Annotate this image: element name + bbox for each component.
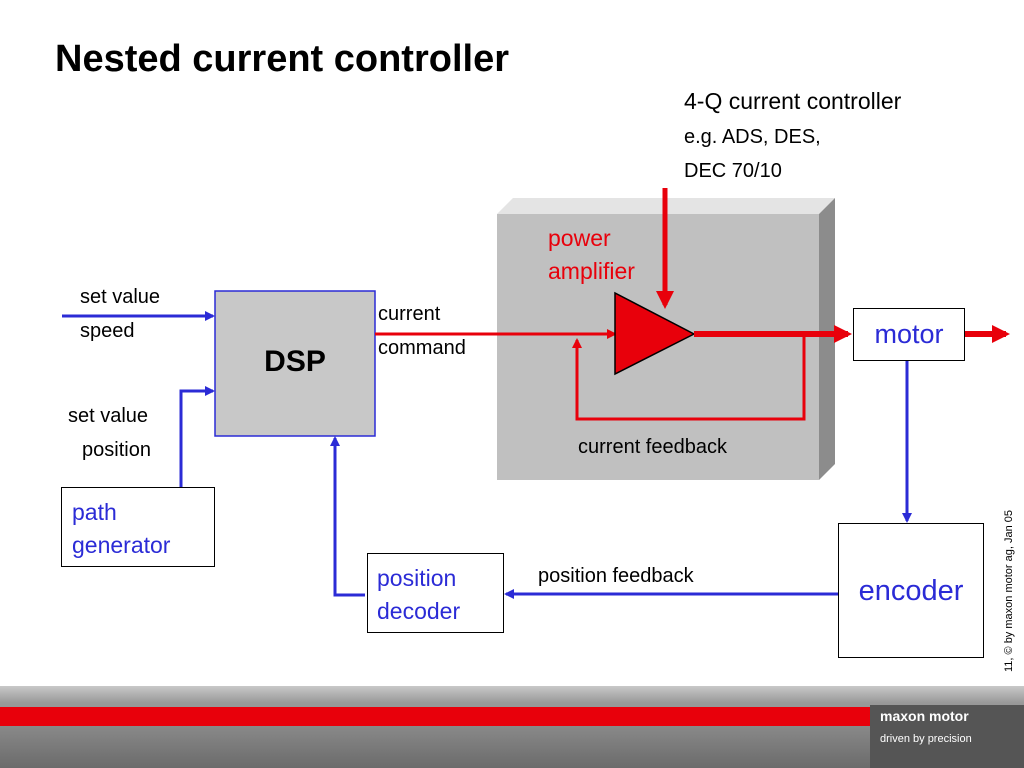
decoder-to-dsp-arrow (330, 436, 365, 597)
amplifier-triangle (614, 291, 696, 376)
position-feedback-label: position feedback (538, 565, 694, 587)
power-amplifier-label-line2: amplifier (548, 258, 635, 284)
footer-red-band (0, 707, 1024, 726)
footer-bar (0, 686, 1024, 768)
dsp-label: DSP (264, 345, 326, 378)
motor-label: motor (874, 319, 944, 349)
copyright-note: 11, © by maxon motor ag, Jan 05 (1003, 510, 1015, 672)
page-title: Nested current controller (55, 38, 509, 80)
encoder-box: encoder (838, 523, 984, 658)
controller-label-line1: 4-Q current controller (684, 88, 902, 114)
path-generator-line1: path (72, 499, 117, 525)
path-generator-line2: generator (72, 532, 171, 558)
position-decoder-box: position decoder (367, 553, 504, 633)
dsp-box (214, 290, 376, 437)
current-feedback-label: current feedback (578, 436, 727, 458)
controller-block (497, 198, 835, 480)
set-value-position-line1: set value (68, 405, 149, 427)
footer-brand-panel (870, 705, 1024, 768)
position-decoder-line1: position (377, 565, 457, 591)
current-command-line2: command (378, 337, 466, 359)
brand-tagline: driven by precision (880, 733, 972, 745)
path-generator-box: path generator (61, 487, 215, 567)
position-decoder-line2: decoder (377, 598, 461, 624)
encoder-label: encoder (858, 575, 964, 607)
controller-label-line3: DEC 70/10 (684, 160, 782, 182)
current-feedback-loop (572, 334, 806, 421)
set-value-speed-line2: speed (80, 320, 135, 342)
current-command-line1: current (378, 303, 441, 325)
set-value-speed-line1: set value (80, 286, 161, 308)
position-setpoint-arrow (179, 386, 215, 487)
set-value-position-line2: position (82, 439, 151, 461)
power-amplifier-label-line1: power (548, 225, 611, 251)
controller-label-line2: e.g. ADS, DES, (684, 126, 821, 148)
motor-box: motor (853, 308, 965, 361)
brand-logo-text: maxon motor (880, 708, 969, 724)
